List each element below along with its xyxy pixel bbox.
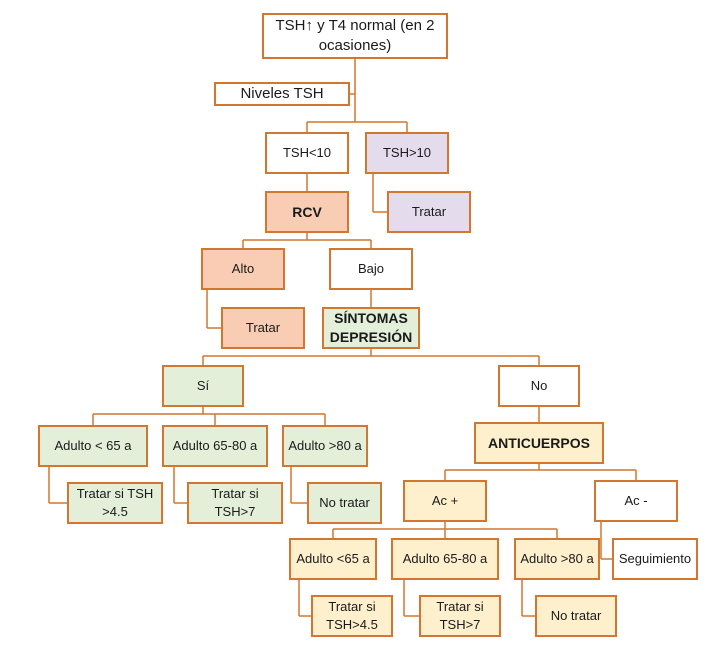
node-sintomas-depresion: SÍNTOMAS DEPRESIÓN: [322, 307, 420, 349]
node-no: No: [498, 365, 580, 407]
node-ac-no-tratar: No tratar: [535, 595, 617, 637]
node-alto: Alto: [201, 248, 285, 290]
node-bajo: Bajo: [329, 248, 413, 290]
node-niveles-tsh: Niveles TSH: [214, 82, 350, 106]
node-root: TSH↑ y T4 normal (en 2 ocasiones): [262, 13, 448, 59]
node-si-adulto-65-80: Adulto 65-80 a: [162, 425, 268, 467]
node-si-tratar-45: Tratar si TSH >4.5: [67, 482, 163, 524]
node-ac-tratar-45: Tratar si TSH>4.5: [311, 595, 393, 637]
node-tratar-alto: Tratar: [221, 307, 305, 349]
node-tratar-tsh-gt10: Tratar: [387, 191, 471, 233]
node-rcv: RCV: [265, 191, 349, 233]
node-seguimiento: Seguimiento: [612, 538, 698, 580]
node-tsh-lt10: TSH<10: [265, 132, 349, 174]
node-si-tratar-7: Tratar si TSH>7: [187, 482, 283, 524]
node-tsh-gt10: TSH>10: [365, 132, 449, 174]
node-si-adulto-gt80: Adulto >80 a: [282, 425, 368, 467]
node-ac-adulto-65-80: Adulto 65-80 a: [391, 538, 499, 580]
node-ac-adulto-lt65: Adulto <65 a: [289, 538, 377, 580]
node-si-no-tratar: No tratar: [307, 482, 382, 524]
node-ac-adulto-gt80: Adulto >80 a: [514, 538, 600, 580]
node-anticuerpos: ANTICUERPOS: [474, 422, 604, 464]
node-ac-tratar-7: Tratar si TSH>7: [419, 595, 501, 637]
node-si-adulto-lt65: Adulto < 65 a: [38, 425, 148, 467]
node-ac-neg: Ac -: [594, 480, 678, 522]
node-ac-pos: Ac +: [403, 480, 487, 522]
node-si: Sí: [162, 365, 244, 407]
